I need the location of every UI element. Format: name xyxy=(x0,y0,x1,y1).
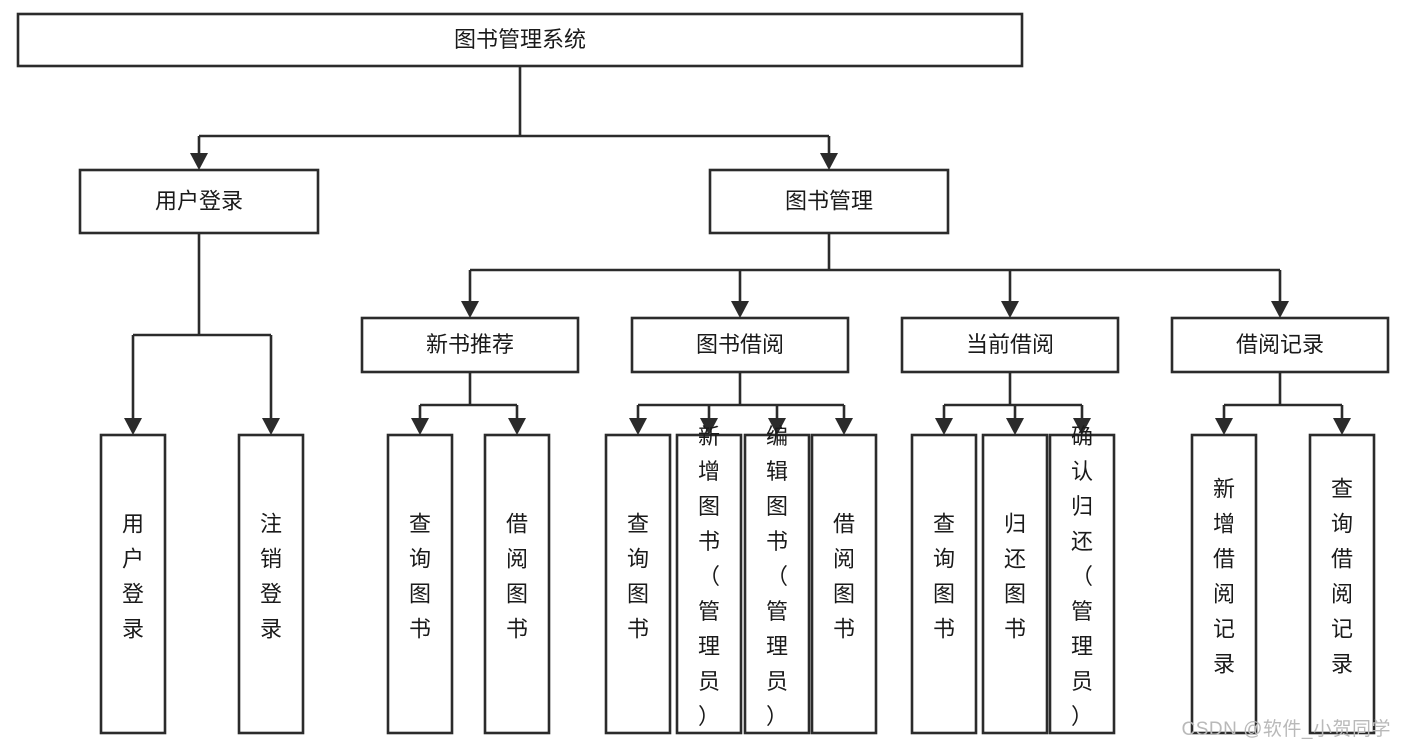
link-root-book-manage-arrowhead xyxy=(820,153,838,170)
node-borrow-book-2[interactable]: 借阅图书 xyxy=(810,433,878,735)
link-user-login-user-login-leaf-arrowhead xyxy=(124,418,142,435)
node-query-book-2[interactable]: 查询图书 xyxy=(604,433,672,735)
node-add-book-admin[interactable]: 新增图书（管理员） xyxy=(675,424,743,735)
node-query-book-3[interactable]: 查询图书 xyxy=(910,433,978,735)
node-label-add-book-admin: 新增图书（管理员） xyxy=(698,424,720,729)
link-book-borrow-query-book-2-arrowhead xyxy=(629,418,647,435)
node-box-current-borrow xyxy=(900,316,1120,374)
link-borrow-record-add-borrow-record-arrowhead xyxy=(1215,418,1233,435)
node-label-current-borrow: 当前借阅 xyxy=(966,332,1054,357)
node-label-user-logout-leaf: 注销登录 xyxy=(260,512,282,642)
node-box-query-book-2 xyxy=(604,433,672,735)
link-current-borrow-confirm-return-admin-arrowhead xyxy=(1073,418,1091,435)
node-box-user-login xyxy=(78,168,320,235)
connector-layer xyxy=(124,66,1351,435)
node-box-edit-book-admin xyxy=(743,433,811,735)
node-label-root: 图书管理系统 xyxy=(454,27,586,52)
node-box-add-book-admin xyxy=(675,433,743,735)
node-label-book-manage: 图书管理 xyxy=(785,188,873,213)
node-label-book-borrow: 图书借阅 xyxy=(696,332,784,357)
node-borrow-record[interactable]: 借阅记录 xyxy=(1170,316,1390,374)
node-user-logout-leaf[interactable]: 注销登录 xyxy=(237,433,305,735)
link-current-borrow-query-book-3-arrowhead xyxy=(935,418,953,435)
node-label-query-borrow-record: 查询借阅记录 xyxy=(1331,477,1353,677)
link-book-borrow-borrow-book-2-arrowhead xyxy=(835,418,853,435)
node-box-add-borrow-record xyxy=(1190,433,1258,735)
link-new-book-recommend-borrow-book-1-arrowhead xyxy=(508,418,526,435)
node-box-query-book-3 xyxy=(910,433,978,735)
node-box-root xyxy=(16,12,1024,68)
link-book-manage-new-book-recommend-arrowhead xyxy=(461,301,479,318)
node-label-query-book-1: 查询图书 xyxy=(409,512,431,642)
node-confirm-return-admin[interactable]: 确认归还（管理员） xyxy=(1048,424,1116,735)
node-add-borrow-record[interactable]: 新增借阅记录 xyxy=(1190,433,1258,735)
node-user-login[interactable]: 用户登录 xyxy=(78,168,320,235)
link-current-borrow-return-book-arrowhead xyxy=(1006,418,1024,435)
node-box-borrow-record xyxy=(1170,316,1390,374)
node-box-user-logout-leaf xyxy=(237,433,305,735)
link-borrow-record-query-borrow-record-arrowhead xyxy=(1333,418,1351,435)
watermark-text: CSDN @软件_小贺同学 xyxy=(1181,719,1391,740)
node-box-borrow-book-2 xyxy=(810,433,878,735)
node-edit-book-admin[interactable]: 编辑图书（管理员） xyxy=(743,424,811,735)
node-query-borrow-record[interactable]: 查询借阅记录 xyxy=(1308,433,1376,735)
node-label-add-borrow-record: 新增借阅记录 xyxy=(1213,477,1235,677)
link-new-book-recommend-query-book-1-arrowhead xyxy=(411,418,429,435)
link-book-borrow-edit-book-admin-arrowhead xyxy=(768,418,786,435)
link-root-user-login-arrowhead xyxy=(190,153,208,170)
node-new-book-recommend[interactable]: 新书推荐 xyxy=(360,316,580,374)
node-current-borrow[interactable]: 当前借阅 xyxy=(900,316,1120,374)
node-label-return-book: 归还图书 xyxy=(1004,512,1026,642)
node-label-borrow-book-2: 借阅图书 xyxy=(833,512,855,642)
link-book-borrow-add-book-admin-arrowhead xyxy=(700,418,718,435)
node-box-new-book-recommend xyxy=(360,316,580,374)
node-box-book-borrow xyxy=(630,316,850,374)
node-label-user-login: 用户登录 xyxy=(155,188,243,213)
node-label-borrow-book-1: 借阅图书 xyxy=(506,512,528,642)
node-query-book-1[interactable]: 查询图书 xyxy=(386,433,454,735)
node-book-manage[interactable]: 图书管理 xyxy=(708,168,950,235)
node-label-user-login-leaf: 用户登录 xyxy=(122,512,144,642)
node-book-borrow[interactable]: 图书借阅 xyxy=(630,316,850,374)
node-label-new-book-recommend: 新书推荐 xyxy=(426,332,514,357)
node-box-return-book xyxy=(981,433,1049,735)
node-box-user-login-leaf xyxy=(99,433,167,735)
node-label-query-book-2: 查询图书 xyxy=(627,512,649,642)
link-book-manage-book-borrow-arrowhead xyxy=(731,301,749,318)
node-label-borrow-record: 借阅记录 xyxy=(1236,332,1324,357)
node-borrow-book-1[interactable]: 借阅图书 xyxy=(483,433,551,735)
node-box-confirm-return-admin xyxy=(1048,433,1116,735)
node-box-book-manage xyxy=(708,168,950,235)
node-return-book[interactable]: 归还图书 xyxy=(981,433,1049,735)
node-root[interactable]: 图书管理系统 xyxy=(16,12,1024,68)
node-label-query-book-3: 查询图书 xyxy=(933,512,955,642)
node-layer: 图书管理系统用户登录图书管理用户登录注销登录新书推荐图书借阅当前借阅借阅记录查询… xyxy=(16,12,1390,735)
link-user-login-user-logout-leaf-arrowhead xyxy=(262,418,280,435)
node-box-query-borrow-record xyxy=(1308,433,1376,735)
node-box-borrow-book-1 xyxy=(483,433,551,735)
link-book-manage-borrow-record-arrowhead xyxy=(1271,301,1289,318)
node-user-login-leaf[interactable]: 用户登录 xyxy=(99,433,167,735)
node-label-confirm-return-admin: 确认归还（管理员） xyxy=(1071,424,1093,729)
node-label-edit-book-admin: 编辑图书（管理员） xyxy=(766,424,788,729)
node-box-query-book-1 xyxy=(386,433,454,735)
link-book-manage-current-borrow-arrowhead xyxy=(1001,301,1019,318)
